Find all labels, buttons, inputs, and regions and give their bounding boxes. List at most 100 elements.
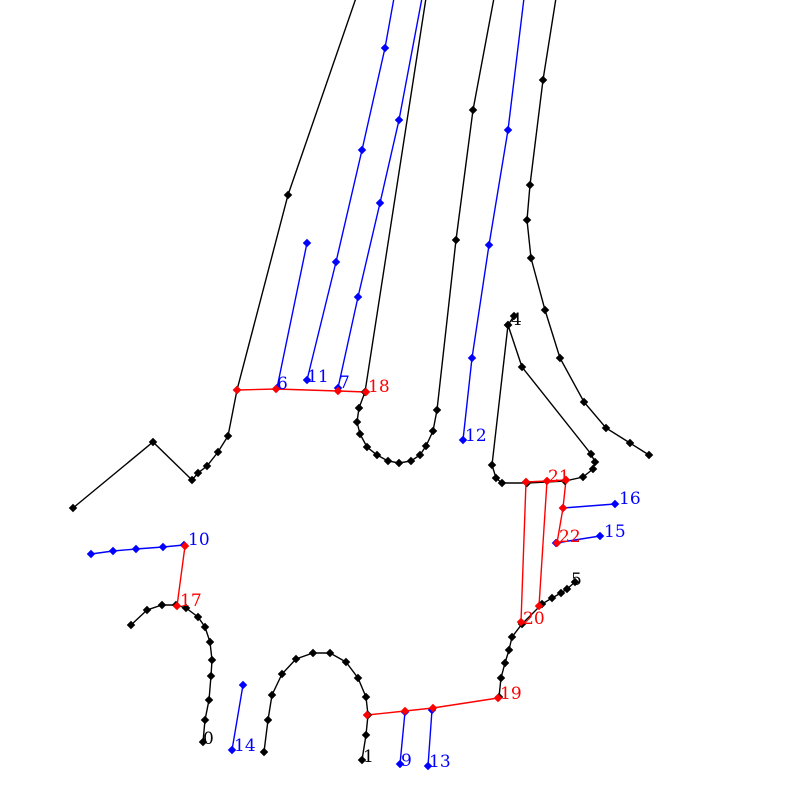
road-vertex <box>555 353 565 363</box>
road-vertex <box>415 450 425 460</box>
road-vertex <box>291 654 301 664</box>
stopline-vertex <box>271 384 281 394</box>
lane-vertex <box>503 125 513 135</box>
lane-polyline-lane-6 <box>276 242 308 389</box>
lane-vertex <box>331 257 341 267</box>
road-vertex <box>644 450 654 460</box>
stopline-vertex <box>552 538 562 548</box>
road-vertex <box>352 417 362 427</box>
road-vertex <box>496 673 506 683</box>
lane-vertex <box>375 198 385 208</box>
stopline-vertex <box>333 386 343 396</box>
stopline-vertex <box>561 475 571 485</box>
node-label-14: 14 <box>234 736 256 756</box>
stopline-vertex <box>558 503 568 513</box>
road-vertex <box>601 423 611 433</box>
road-vertex <box>500 658 510 668</box>
road-vertex <box>562 584 572 594</box>
road-vertex <box>547 593 557 603</box>
road-vertex <box>213 447 223 457</box>
lane-vertex <box>394 115 404 125</box>
road-vertex <box>625 438 635 448</box>
road-vertex <box>362 442 372 452</box>
lane-vertex <box>458 435 468 445</box>
road-vertex <box>588 464 598 474</box>
road-vertex <box>451 235 461 245</box>
node-label-15: 15 <box>604 522 626 542</box>
road-vertex <box>509 311 519 321</box>
road-polyline-road-left-upper <box>72 0 357 509</box>
node-label-10: 10 <box>188 530 210 550</box>
road-vertex <box>590 457 600 467</box>
road-vertex <box>308 648 318 658</box>
node-label-16: 16 <box>619 489 641 509</box>
stopline-vertex <box>542 476 552 486</box>
road-vertex <box>491 473 501 483</box>
lane-vertex <box>380 43 390 53</box>
road-vertex <box>193 468 203 478</box>
node-label-7: 7 <box>339 373 350 393</box>
road-vertex <box>570 577 580 587</box>
node-label-0: 0 <box>203 729 214 749</box>
stopline-vertex <box>493 693 503 703</box>
road-vertex <box>259 747 269 757</box>
node-label-11: 11 <box>307 367 329 387</box>
node-label-18: 18 <box>368 377 390 397</box>
lane-vertex <box>595 531 605 541</box>
node-label-17: 17 <box>180 591 202 611</box>
road-vertex <box>325 648 335 658</box>
road-vertex <box>540 305 550 315</box>
road-vertex <box>223 431 233 441</box>
stopline-polyline-stop-18 <box>236 388 367 393</box>
node-label-21: 21 <box>548 467 570 487</box>
lane-vertex <box>353 292 363 302</box>
road-vertex <box>357 755 367 765</box>
node-label-1: 1 <box>363 747 374 767</box>
road-vertex <box>354 403 364 413</box>
lane-vertex <box>484 240 494 250</box>
road-vertex <box>355 429 365 439</box>
node-label-5: 5 <box>571 570 582 590</box>
road-vertex <box>372 450 382 460</box>
lane-vertex <box>302 375 312 385</box>
road-vertex <box>586 449 596 459</box>
road-vertex <box>394 458 404 468</box>
stopline-vertex <box>534 601 544 611</box>
node-label-19: 19 <box>500 684 522 704</box>
road-vertex <box>421 441 431 451</box>
node-label-13: 13 <box>429 752 451 772</box>
stopline-vertex <box>232 385 242 395</box>
stopline-vertex <box>521 477 531 487</box>
road-vertex <box>283 190 293 200</box>
road-vertex <box>267 690 277 700</box>
road-vertex <box>277 669 287 679</box>
road-vertex <box>578 472 588 482</box>
road-vertex <box>361 730 371 740</box>
lane-polyline-lane-14 <box>231 684 244 751</box>
road-vertex <box>68 503 78 513</box>
node-label-20: 20 <box>523 609 545 629</box>
lane-vertex <box>610 499 620 509</box>
node-label-12: 12 <box>465 426 487 446</box>
stopline-vertex <box>362 710 372 720</box>
stopline-polyline-stop-20a <box>520 481 527 623</box>
stopline-polyline-stop-19 <box>366 697 499 716</box>
road-vertex <box>504 645 514 655</box>
road-vertex <box>148 437 158 447</box>
lane-vertex <box>357 145 367 155</box>
road-vertex <box>556 588 566 598</box>
stopline-polyline-stop-20b <box>538 480 548 607</box>
road-vertex <box>497 478 507 488</box>
lane-vertex <box>302 238 312 248</box>
road-vertex <box>353 673 363 683</box>
road-vertex <box>507 632 517 642</box>
road-vertex <box>361 692 371 702</box>
road-vertex <box>202 461 212 471</box>
road-vertex <box>383 456 393 466</box>
road-vertex <box>263 715 273 725</box>
lane-polyline-lane-15 <box>555 535 601 544</box>
road-vertex <box>468 105 478 115</box>
road-vertex <box>428 426 438 436</box>
